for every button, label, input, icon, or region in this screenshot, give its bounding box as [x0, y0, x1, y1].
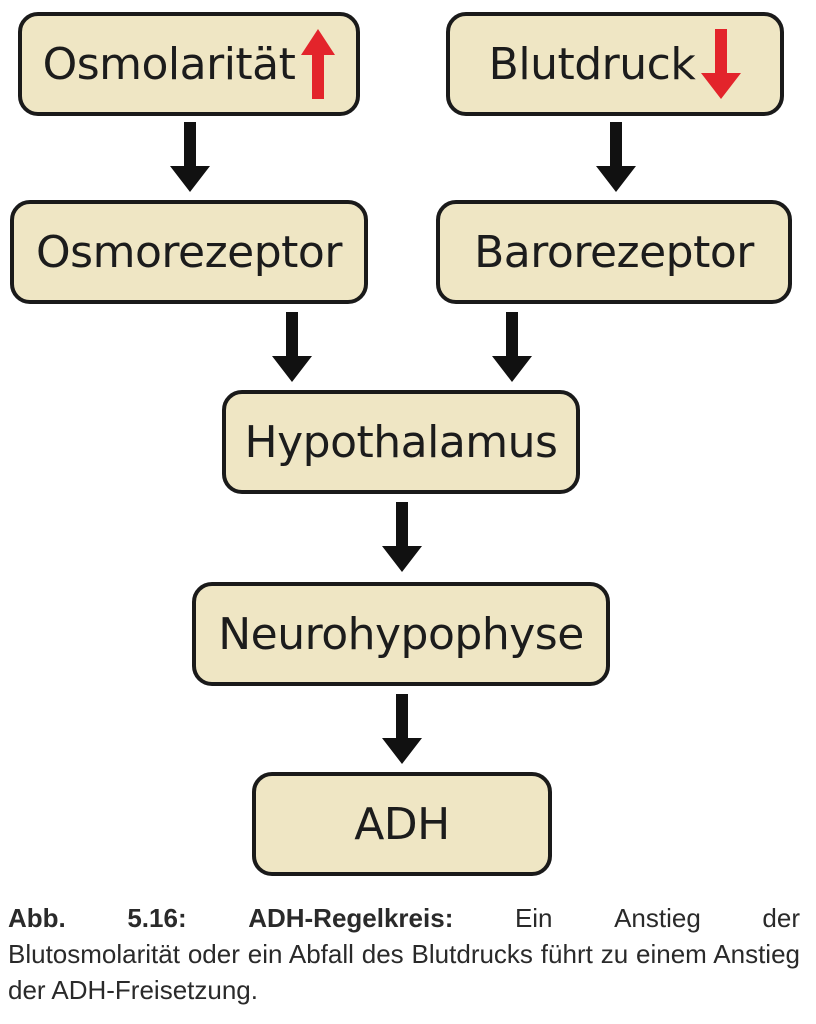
node-adh-label: ADH — [354, 798, 450, 850]
flow-arrow-hypothalamus-to-neurohypophyse — [382, 502, 422, 572]
figure-caption: Abb. 5.16: ADH-Regelkreis: Ein Anstieg d… — [8, 900, 800, 1008]
node-osmorezeptor-label: Osmorezeptor — [36, 226, 342, 278]
node-osmolaritaet-label: Osmolarität — [42, 38, 296, 90]
flow-arrow-blutdruck-to-barorezeptor — [596, 122, 636, 192]
caption-word: der — [762, 903, 800, 933]
node-neurohypophyse: Neurohypophyse — [192, 582, 610, 686]
node-barorezeptor-label: Barorezeptor — [474, 226, 754, 278]
flow-arrow-osmorezeptor-to-hypothalamus — [272, 312, 312, 382]
arrow-down-icon — [701, 29, 742, 99]
node-hypothalamus-label: Hypothalamus — [244, 416, 558, 468]
flow-arrow-osmolaritaet-to-osmorezeptor — [170, 122, 210, 192]
node-blutdruck-label: Blutdruck — [488, 38, 696, 90]
node-osmolaritaet: Osmolarität — [18, 12, 360, 116]
caption-figure-title: ADH-Regelkreis: — [248, 903, 454, 933]
node-barorezeptor: Barorezeptor — [436, 200, 792, 304]
arrow-up-icon — [301, 29, 336, 99]
node-osmorezeptor: Osmorezeptor — [10, 200, 368, 304]
caption-figure-label: Abb. — [8, 903, 66, 933]
node-blutdruck: Blutdruck — [446, 12, 784, 116]
flow-arrow-barorezeptor-to-hypothalamus — [492, 312, 532, 382]
node-neurohypophyse-label: Neurohypophyse — [218, 608, 584, 660]
caption-word: Anstieg — [614, 903, 701, 933]
adh-feedback-diagram: Osmolarität Blutdruck Osmorezeptor Baror… — [10, 12, 792, 876]
flow-arrow-neurohypophyse-to-adh — [382, 694, 422, 764]
caption-first-line: Abb. 5.16: ADH-Regelkreis: Ein Anstieg d… — [8, 900, 800, 936]
caption-word: Ein — [514, 903, 553, 933]
node-hypothalamus: Hypothalamus — [222, 390, 580, 494]
caption-figure-number: 5.16: — [127, 903, 187, 933]
caption-body: Blutosmolarität oder ein Abfall des Blut… — [8, 939, 800, 1005]
node-adh: ADH — [252, 772, 552, 876]
